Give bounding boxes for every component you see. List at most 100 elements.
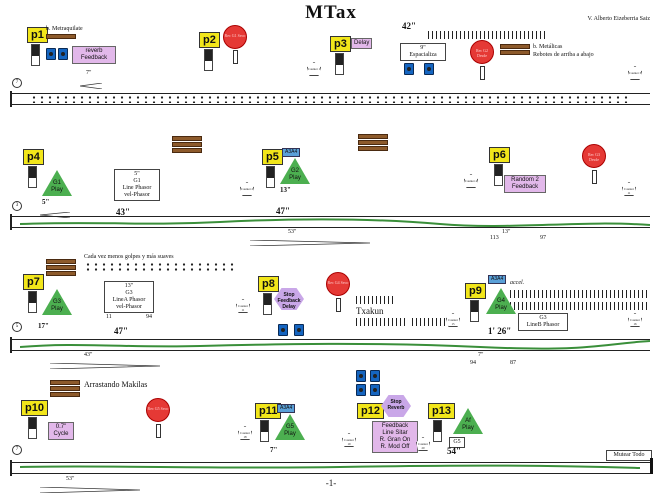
effect-label: Feedback bbox=[80, 55, 108, 61]
duration-label: 7" bbox=[478, 352, 484, 358]
mute-all-button[interactable]: Mutear Todo bbox=[606, 450, 652, 461]
effect-box-feedback-sitar[interactable]: Feedback Line Sitar R. Gran On R. Mod Of… bbox=[372, 421, 418, 453]
number-label: 87 bbox=[510, 360, 516, 366]
diminishing-dots bbox=[84, 262, 234, 272]
box-line: 9" bbox=[420, 45, 426, 51]
counter-pentagon: Counter 16 bbox=[628, 313, 642, 327]
triangle-icon bbox=[275, 414, 305, 440]
pedal-p2[interactable]: p2 bbox=[199, 32, 220, 48]
effect-box-random-feedback[interactable]: Random 2 Feedback bbox=[504, 175, 546, 193]
g1-phasor-box[interactable]: 5" G1 Line Phasor vel-Phasor bbox=[114, 169, 160, 201]
tri-label: Play bbox=[51, 306, 63, 312]
box-line: LineB Phasor bbox=[526, 322, 560, 328]
speaker-icon bbox=[294, 324, 304, 336]
effect-label: Feedback bbox=[381, 423, 409, 429]
record-stem bbox=[336, 298, 341, 312]
record-circle-g4[interactable]: Rec G4 Seco bbox=[326, 272, 350, 296]
tri-label: G1 bbox=[52, 180, 61, 186]
speaker-icon bbox=[278, 324, 288, 336]
system-number: 7 bbox=[12, 445, 22, 455]
triangle-icon bbox=[453, 408, 483, 434]
hex-label: Stop bbox=[283, 292, 295, 298]
time-marker: 47" bbox=[276, 206, 290, 216]
stop-reverb-hexagon[interactable]: Stop Reverb bbox=[381, 395, 411, 417]
instrument-text: b. Metraquilate bbox=[46, 26, 83, 32]
rhythm-ticks bbox=[510, 302, 650, 310]
effect-box-cycle[interactable]: 0.7" Cycle bbox=[48, 422, 74, 440]
pedal-p13[interactable]: p13 bbox=[428, 403, 455, 419]
pedal-icon bbox=[31, 44, 40, 66]
counter-pentagon: Counter 11 bbox=[236, 299, 250, 313]
counter-pentagon: Counter 20 bbox=[416, 437, 430, 451]
box-line: Espacializa bbox=[409, 52, 437, 58]
g5-box: G5 bbox=[449, 437, 465, 448]
tri-label: G3 bbox=[52, 299, 61, 305]
wave-line bbox=[19, 338, 651, 356]
rhythm-ticks bbox=[412, 318, 456, 326]
speaker-icon bbox=[404, 63, 414, 75]
pedal-icon bbox=[470, 300, 479, 322]
speaker-icon bbox=[356, 370, 366, 382]
pedal-p1[interactable]: p1 bbox=[27, 27, 48, 43]
pedal-icon bbox=[335, 53, 344, 75]
number-label: 11 bbox=[106, 314, 112, 320]
wood-icon bbox=[358, 146, 388, 151]
record-circle-g3[interactable]: Rec G3 Desde bbox=[582, 144, 606, 168]
pedal-icon bbox=[260, 420, 269, 442]
hex-label: Delay bbox=[282, 304, 296, 310]
record-circle-g2[interactable]: Rec G2 Desde bbox=[470, 40, 494, 64]
time-marker: 1' 26" bbox=[488, 326, 512, 336]
record-stem bbox=[233, 50, 238, 64]
record-stem bbox=[592, 170, 597, 184]
pedal-p5[interactable]: p5 bbox=[262, 149, 283, 165]
g3-lineb-box[interactable]: G3 LineB Phasor bbox=[518, 313, 568, 331]
instrument-text: Rebotes de arriba a abajo bbox=[533, 52, 594, 58]
duration-label: 43" bbox=[84, 352, 93, 358]
duration-label: 17" bbox=[38, 322, 49, 330]
tri-label: Play bbox=[462, 425, 474, 431]
pedal-p4[interactable]: p4 bbox=[23, 149, 44, 165]
staff-system-1 bbox=[10, 91, 650, 107]
duration-label: 13" bbox=[502, 229, 511, 235]
pedal-p10[interactable]: p10 bbox=[21, 400, 48, 416]
instruction-text: Arrastando Makilas bbox=[84, 380, 148, 389]
box-line: vel-Phasor bbox=[116, 304, 142, 310]
spatializer-box[interactable]: 9" Espacializa bbox=[400, 43, 446, 61]
txakun-label: Txakun bbox=[356, 306, 384, 316]
number-label: 94 bbox=[470, 360, 476, 366]
page-number: -1- bbox=[325, 478, 337, 488]
pedal-p8[interactable]: p8 bbox=[258, 276, 279, 292]
pedal-p9[interactable]: p9 bbox=[465, 283, 486, 299]
counter-pentagon: Counter 2 bbox=[240, 182, 254, 196]
duration-label: 5" bbox=[42, 198, 50, 206]
wood-icon bbox=[172, 142, 202, 147]
wood-icon bbox=[500, 50, 530, 55]
rhythm-ticks bbox=[356, 296, 396, 304]
g3-phasor-box[interactable]: 13" G3 LineA Phasor vel-Phasor bbox=[104, 281, 154, 313]
stop-feedback-delay-hexagon[interactable]: Stop Feedback Delay bbox=[274, 288, 304, 310]
pedal-p6[interactable]: p6 bbox=[489, 147, 510, 163]
record-circle-g5[interactable]: Rec G5 Seco bbox=[146, 398, 170, 422]
tri-label: Play bbox=[284, 431, 296, 437]
wood-icon bbox=[172, 148, 202, 153]
pedal-icon bbox=[433, 420, 442, 442]
wood-icon bbox=[46, 259, 76, 264]
effect-box-delay[interactable]: Delay bbox=[351, 38, 373, 49]
effect-label: R. Gran On bbox=[379, 437, 411, 443]
pedal-p12[interactable]: p12 bbox=[357, 403, 384, 419]
effect-box-reverb-feedback[interactable]: reverb Feedback bbox=[72, 46, 116, 64]
hex-label: Stop bbox=[390, 399, 402, 405]
pedal-p3[interactable]: p3 bbox=[330, 36, 351, 52]
dotted-rhythm bbox=[30, 95, 630, 103]
pedal-p7[interactable]: p7 bbox=[23, 274, 44, 290]
record-circle-g1[interactable]: Rec G1 Seco bbox=[223, 25, 247, 49]
counter-pentagon: Counter 3 bbox=[628, 66, 642, 80]
decrescendo-mark bbox=[249, 233, 371, 251]
wood-icon bbox=[46, 265, 76, 270]
